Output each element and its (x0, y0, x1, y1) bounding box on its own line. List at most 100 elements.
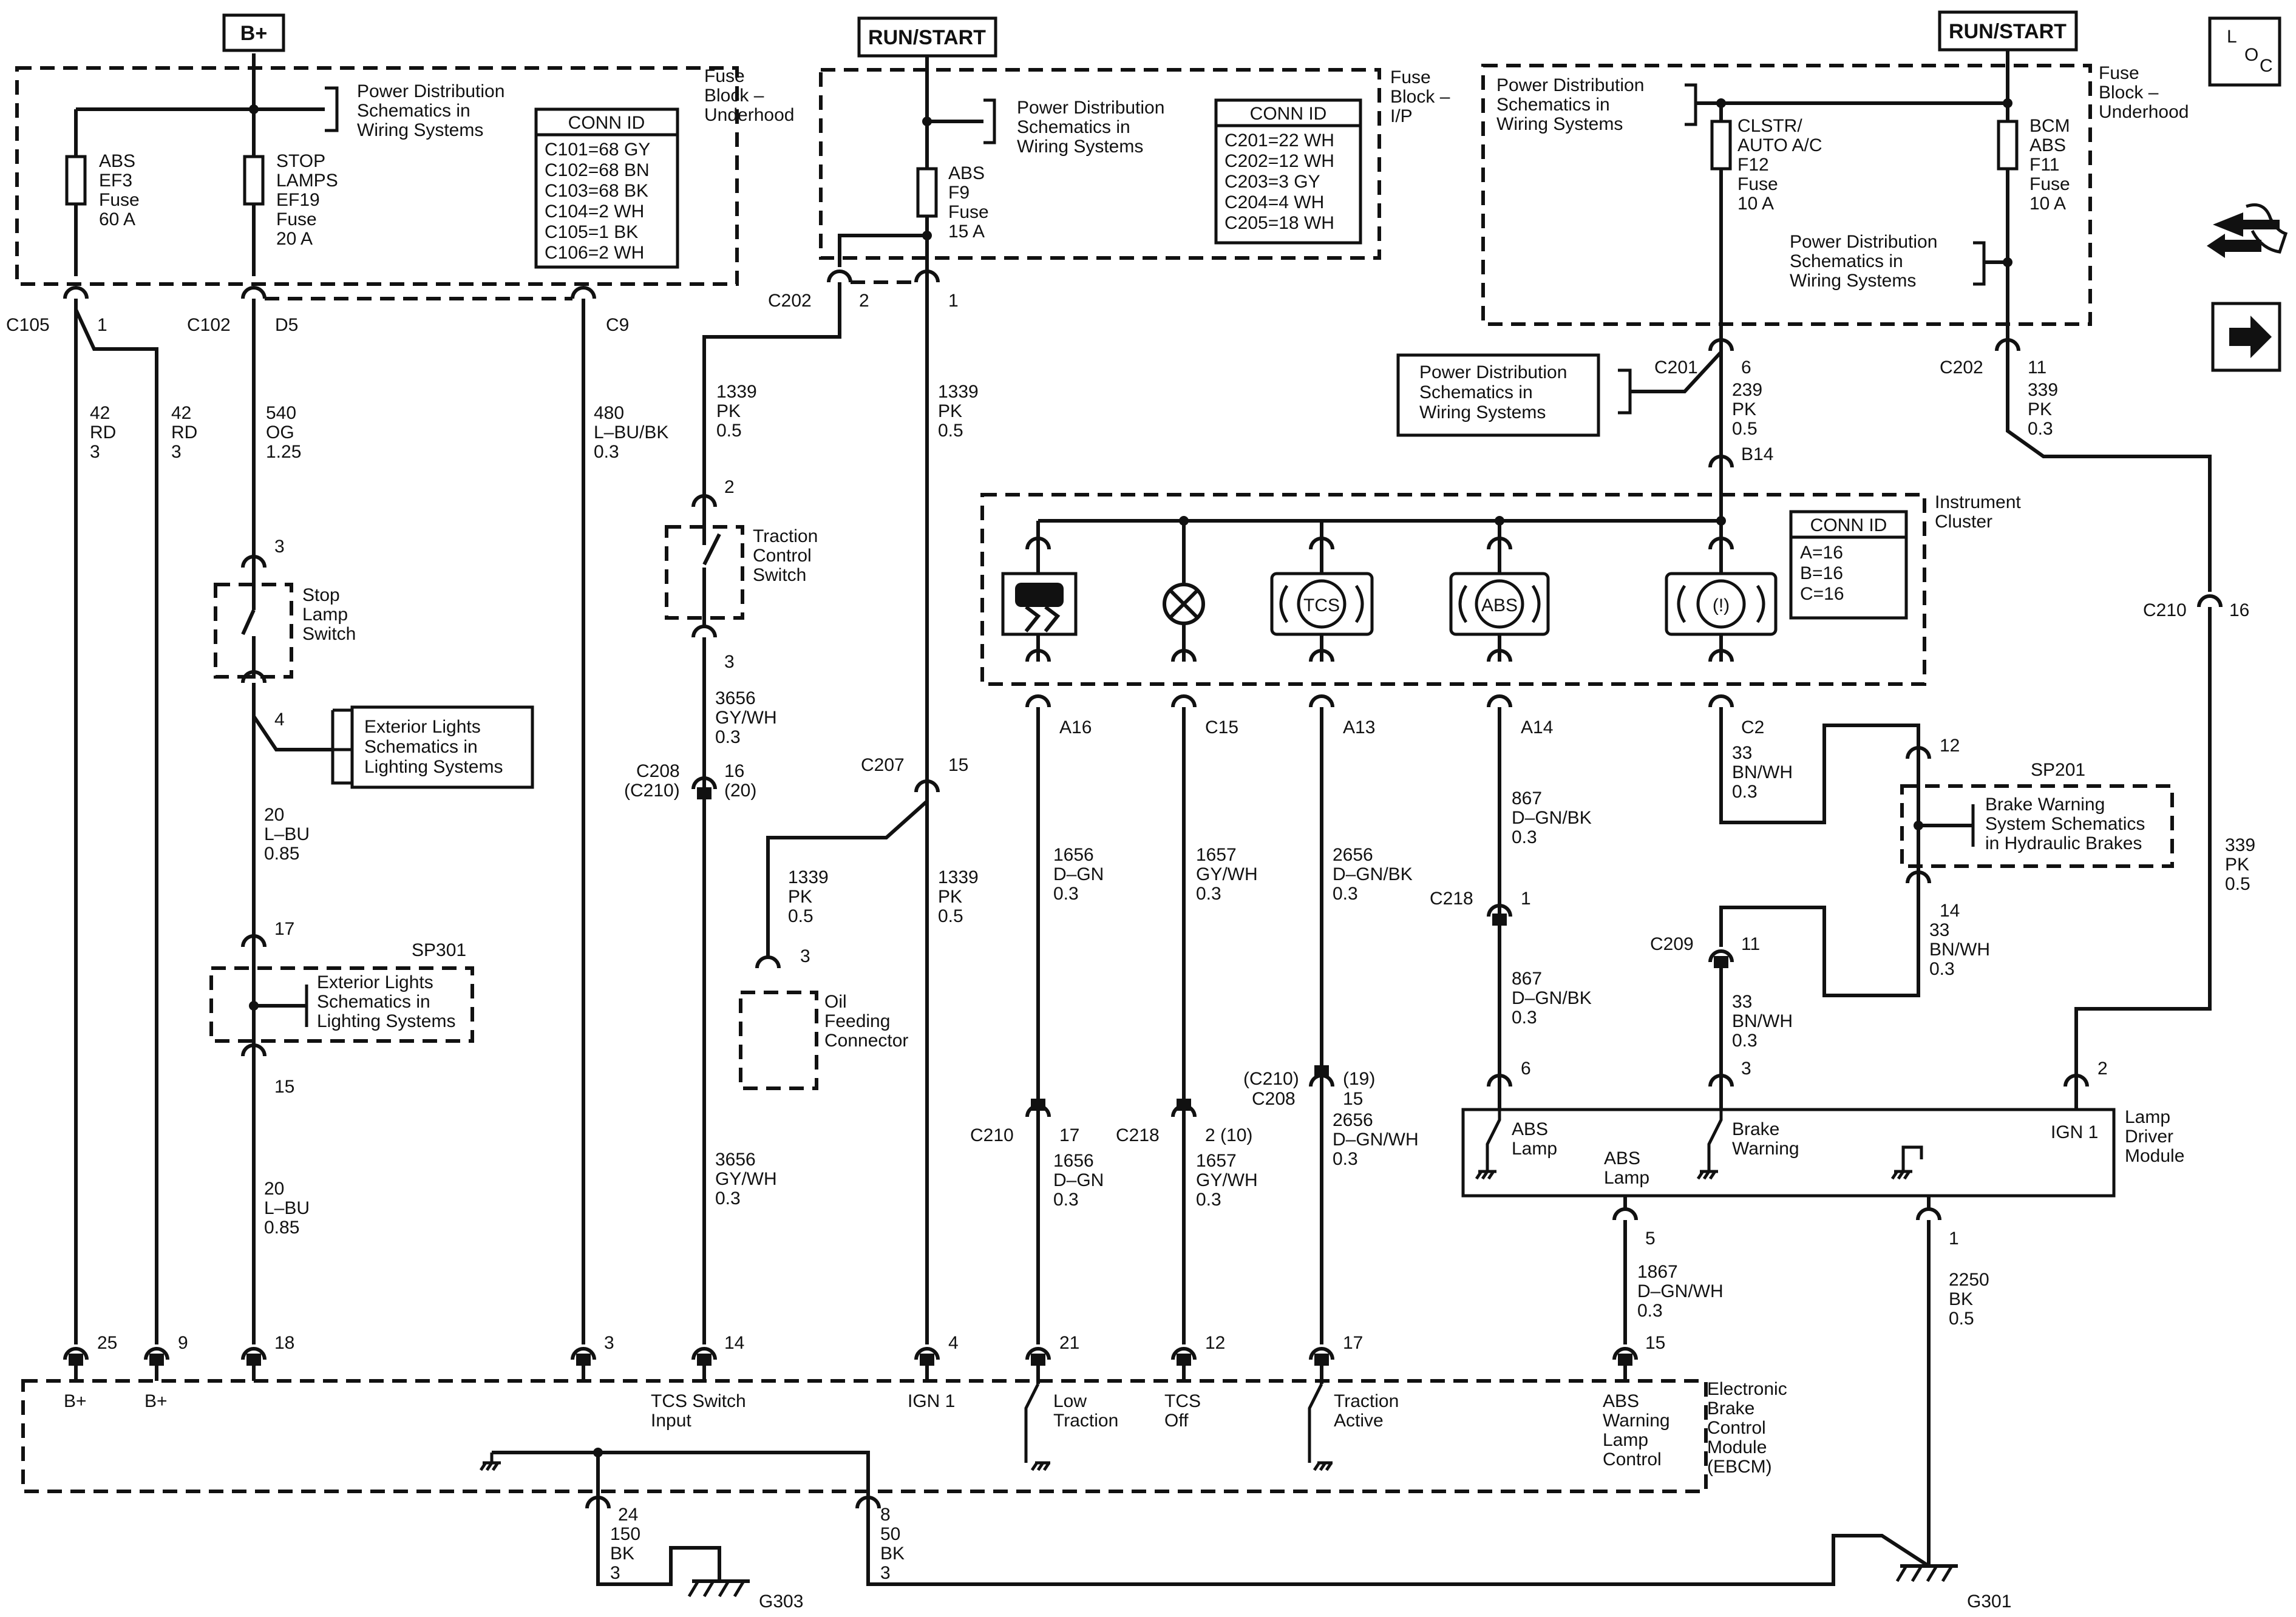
svg-text:Switch: Switch (302, 624, 356, 644)
svg-text:CONN ID: CONN ID (568, 113, 645, 133)
svg-text:1339: 1339 (716, 382, 757, 402)
next-arrow-icon[interactable] (2211, 302, 2281, 372)
nav-tool-icon[interactable] (2207, 203, 2288, 259)
svg-text:Brake Warning: Brake Warning (1985, 795, 2105, 815)
connector-c210-right: C210 16 (2143, 594, 2249, 620)
svg-text:3: 3 (274, 537, 285, 557)
wire-33-a: 33 BN/WH 0.3 (1732, 743, 1793, 802)
svg-text:RUN/START: RUN/START (868, 26, 986, 49)
svg-text:15: 15 (948, 755, 968, 775)
svg-text:BCM: BCM (2029, 116, 2070, 136)
wire-20-a: 20 L–BU 0.85 (264, 805, 310, 864)
svg-text:BN/WH: BN/WH (1732, 1011, 1793, 1031)
svg-text:0.3: 0.3 (1732, 1031, 1758, 1051)
fuse-block-ip: Fuse Block – I/P Power Distribution Sche… (819, 56, 1450, 282)
svg-text:C102=68 BN: C102=68 BN (545, 160, 650, 180)
svg-text:Underhood: Underhood (2099, 102, 2189, 122)
svg-text:ABS: ABS (1603, 1391, 1639, 1411)
svg-text:Schematics in: Schematics in (317, 992, 430, 1012)
svg-text:Block –: Block – (2099, 83, 2159, 103)
svg-text:LAMPS: LAMPS (276, 171, 338, 191)
svg-text:TCS: TCS (1303, 595, 1340, 615)
pin-a14: A14 (1521, 717, 1553, 737)
svg-text:IGN 1: IGN 1 (908, 1391, 955, 1411)
svg-text:ABS: ABS (1604, 1148, 1640, 1168)
svg-text:1339: 1339 (938, 867, 979, 887)
wire-540: 540 OG 1.25 (266, 403, 301, 462)
svg-text:F12: F12 (1737, 155, 1769, 175)
svg-text:(EBCM): (EBCM) (1707, 1457, 1772, 1477)
svg-text:Off: Off (1164, 1411, 1189, 1431)
svg-text:Fuse: Fuse (2099, 63, 2139, 83)
wire-339-a: 339 PK 0.3 (2028, 380, 2058, 439)
svg-text:BN/WH: BN/WH (1732, 762, 1793, 782)
svg-text:3: 3 (800, 946, 810, 966)
svg-text:Lamp: Lamp (1512, 1139, 1557, 1159)
svg-text:15: 15 (1343, 1089, 1363, 1109)
svg-text:C102: C102 (187, 315, 231, 335)
svg-text:Exterior Lights: Exterior Lights (317, 972, 433, 992)
svg-text:480: 480 (594, 403, 624, 423)
svg-text:0.3: 0.3 (1637, 1301, 1663, 1321)
svg-text:0.5: 0.5 (716, 421, 742, 441)
svg-text:0.3: 0.3 (1512, 827, 1537, 847)
wire-1867: 1867 D–GN/WH 0.3 (1637, 1262, 1724, 1321)
traction-control-switch: 2 Traction Control Switch 3 (665, 477, 818, 672)
wire-1656-a: 1656 D–GN 0.3 (1053, 845, 1104, 904)
svg-text:O: O (2244, 45, 2258, 65)
wire-2656-a: 2656 D–GN/BK 0.3 (1333, 845, 1413, 904)
svg-text:15: 15 (1645, 1333, 1665, 1353)
svg-text:1656: 1656 (1053, 1151, 1094, 1171)
svg-text:RD: RD (171, 422, 197, 442)
stop-lamp-switch: 3 Stop Lamp Switch 4 (214, 537, 356, 730)
svg-text:D–GN/WH: D–GN/WH (1637, 1281, 1724, 1301)
svg-text:1: 1 (1949, 1229, 1959, 1249)
svg-text:1339: 1339 (938, 382, 979, 402)
connector-c201: C201 6 (1654, 338, 1751, 378)
svg-text:Input: Input (651, 1411, 691, 1431)
svg-text:B=16: B=16 (1800, 563, 1843, 583)
svg-text:B14: B14 (1741, 444, 1773, 464)
svg-text:B+: B+ (64, 1391, 87, 1411)
svg-text:Module: Module (1707, 1437, 1767, 1457)
wire-867-b: 867 D–GN/BK 0.3 (1512, 969, 1592, 1028)
svg-text:0.3: 0.3 (2028, 419, 2053, 439)
svg-text:Exterior Lights: Exterior Lights (364, 717, 481, 737)
svg-text:C208: C208 (1252, 1089, 1296, 1109)
svg-text:OG: OG (266, 422, 294, 442)
svg-text:3: 3 (171, 442, 182, 462)
svg-text:17: 17 (1343, 1333, 1363, 1353)
connector-c208-b: (C210) C208 (19) 15 (1243, 1065, 1375, 1109)
svg-text:Wiring Systems: Wiring Systems (357, 120, 483, 140)
svg-text:Fuse: Fuse (276, 209, 317, 229)
svg-text:540: 540 (266, 403, 296, 423)
svg-text:C101=68 GY: C101=68 GY (545, 140, 650, 160)
svg-text:D–GN/BK: D–GN/BK (1333, 864, 1413, 884)
svg-text:Fuse: Fuse (99, 190, 140, 210)
connector-b14: B14 (1708, 444, 1773, 468)
splice-sp201: 12 SP201 Brake Warning System Schematics… (1900, 736, 2174, 921)
wire-1339-d: 1339 PK 0.5 (938, 867, 979, 926)
connector-c102: C102 D5 (187, 286, 298, 335)
svg-text:3: 3 (90, 442, 100, 462)
svg-text:BN/WH: BN/WH (1929, 940, 1990, 960)
svg-text:0.3: 0.3 (1053, 1190, 1079, 1210)
svg-text:ABS: ABS (1512, 1119, 1548, 1139)
svg-text:17: 17 (1059, 1125, 1079, 1145)
svg-text:3656: 3656 (715, 1150, 756, 1170)
exterior-lights-ref-1: Exterior Lights Schematics in Lighting S… (331, 705, 534, 789)
svg-text:1339: 1339 (788, 867, 829, 887)
wire-1339-c: 1339 PK 0.5 (788, 867, 829, 926)
svg-text:1: 1 (1521, 889, 1531, 909)
svg-text:Lamp: Lamp (2125, 1107, 2170, 1127)
svg-text:339: 339 (2225, 835, 2255, 855)
svg-text:60 A: 60 A (99, 209, 135, 229)
svg-text:Underhood: Underhood (704, 105, 794, 125)
svg-text:A=16: A=16 (1800, 543, 1843, 563)
svg-text:Lighting Systems: Lighting Systems (364, 757, 503, 777)
wire-1339-b: 1339 PK 0.5 (938, 382, 979, 441)
connector-c105: C105 1 (6, 286, 107, 335)
svg-text:1867: 1867 (1637, 1262, 1678, 1282)
svg-text:42: 42 (90, 403, 110, 423)
svg-text:C103=68 BK: C103=68 BK (545, 181, 648, 201)
